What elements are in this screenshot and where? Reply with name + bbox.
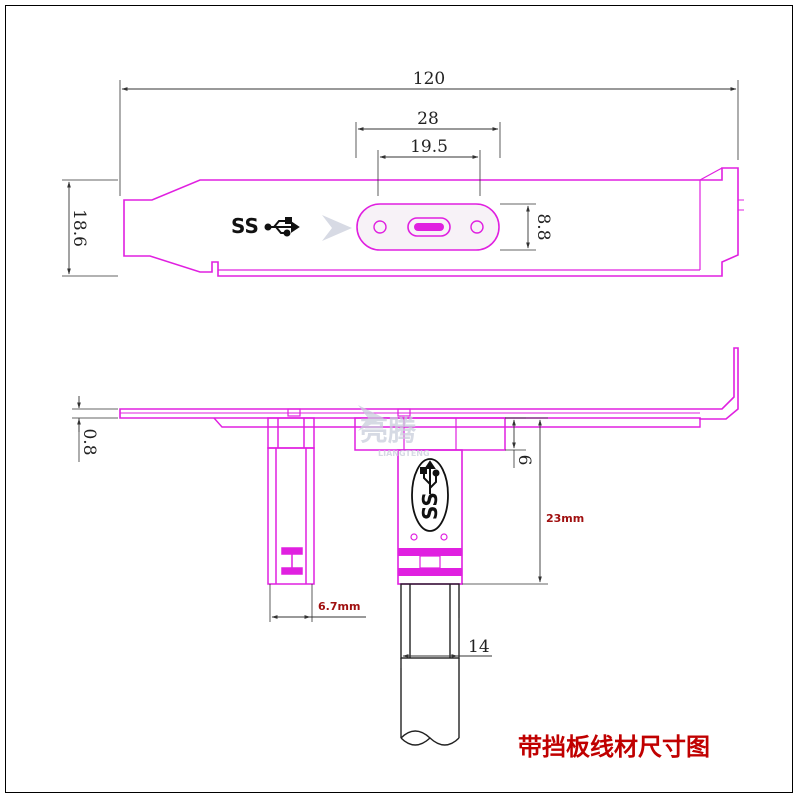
front-view: SS 120 28 19.5 xyxy=(62,69,744,277)
plug-side-left xyxy=(267,417,315,585)
watermark-text-en: LIANGTENG xyxy=(378,449,430,458)
dim-inner: 19.5 xyxy=(410,137,448,157)
usb-ss-label: SS xyxy=(231,214,259,238)
side-view: 6.7mm SS xyxy=(72,347,739,746)
drawing-frame xyxy=(5,5,793,793)
dim-thickness: 0.8 xyxy=(79,428,99,455)
usb-trident-icon xyxy=(264,217,300,237)
cable xyxy=(400,583,460,746)
dim-plug-length: 23mm xyxy=(546,512,584,525)
dim-port-height: 8.8 xyxy=(533,213,553,240)
dim-outer: 28 xyxy=(417,109,439,129)
plug-front-center: SS xyxy=(354,417,506,585)
dim-bracket-height: 18.6 xyxy=(69,209,89,247)
dim-plug-offset: 6 xyxy=(514,455,534,466)
usb-c-port xyxy=(407,217,451,237)
watermark-text-cn: 亮腾 xyxy=(360,414,417,447)
screw-hole-right xyxy=(470,220,484,234)
bracket-side-outline xyxy=(119,347,739,420)
plug-ss-label: SS xyxy=(418,492,442,520)
drawing-caption: 带挡板线材尺寸图 xyxy=(518,733,710,761)
dim-cable-diameter: 14 xyxy=(468,637,490,657)
dim-plug-width: 6.7mm xyxy=(318,600,360,613)
dim-overall-width: 120 xyxy=(413,69,445,89)
screw-hole-left xyxy=(373,220,387,234)
bracket-front-outline xyxy=(123,167,739,277)
watermark-logo: 亮腾 LIANGTENG xyxy=(322,215,430,458)
